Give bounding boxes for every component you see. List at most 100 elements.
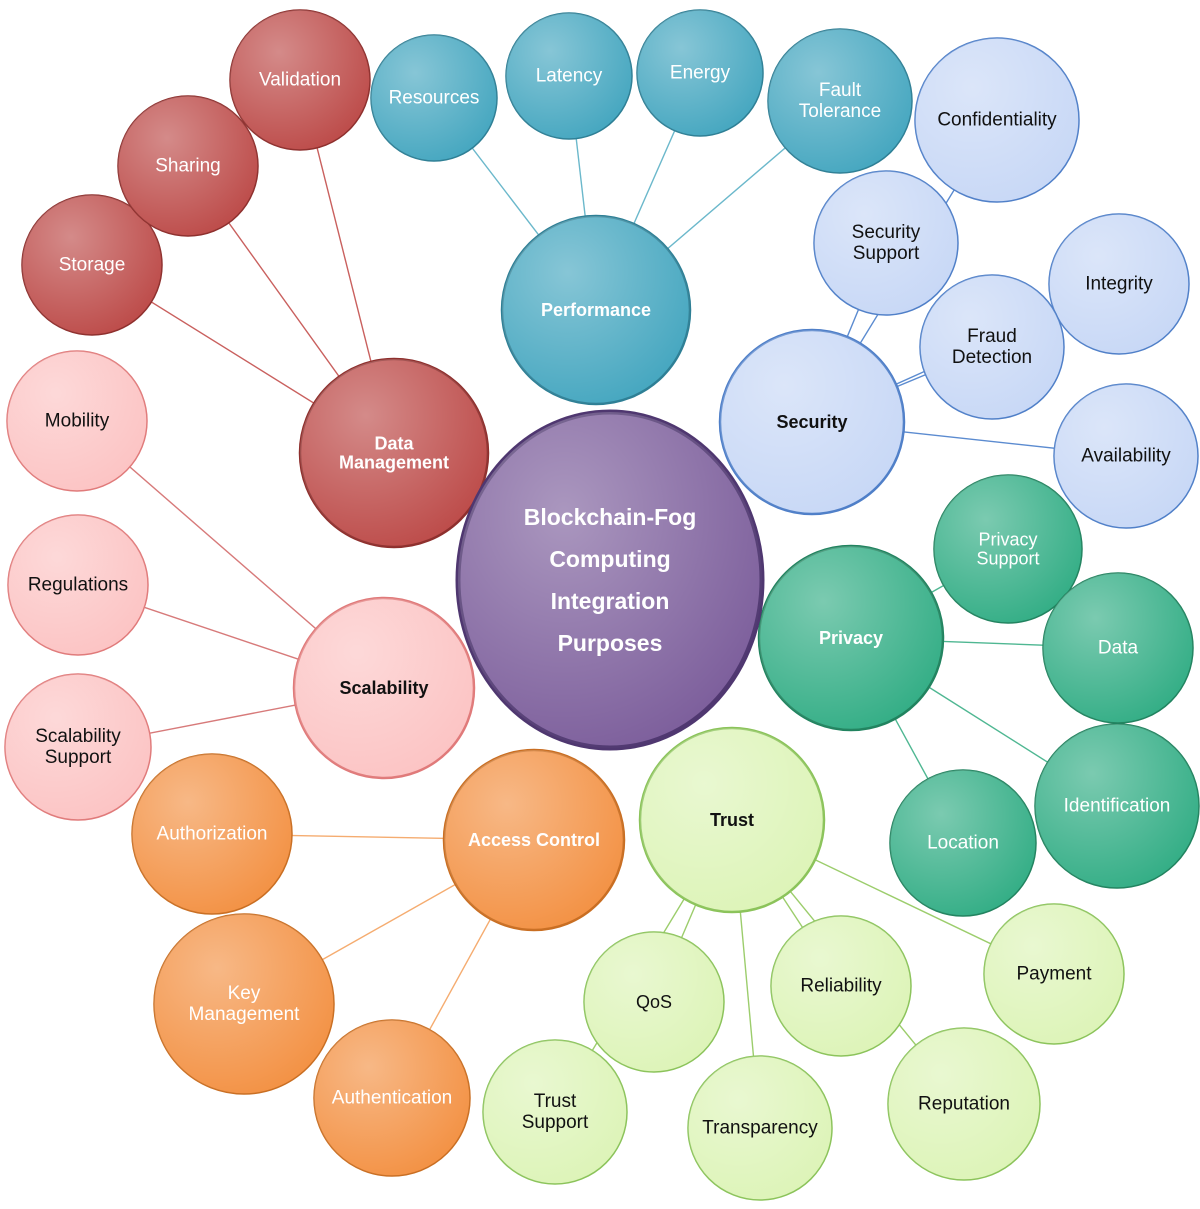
category-scalability-label-line: Scalability (339, 678, 428, 698)
category-access-control: Access Control (442, 748, 626, 932)
category-data-management-highlight (300, 359, 488, 547)
node-trust-support-label-line: Trust (534, 1091, 577, 1112)
node-latency: Latency (505, 12, 633, 140)
category-trust: Trust (638, 726, 826, 914)
node-sharing-label-line: Sharing (155, 156, 221, 177)
node-reputation-label-line: Reputation (918, 1094, 1010, 1115)
category-scalability-highlight (294, 598, 474, 778)
node-validation-label-line: Validation (259, 70, 341, 91)
node-mobility-highlight (7, 351, 147, 491)
node-fraud-detection-highlight (920, 275, 1064, 419)
node-identification-label-line: Identification (1064, 796, 1171, 817)
node-resources-label-line: Resources (389, 88, 480, 109)
node-sharing: Sharing (117, 95, 259, 237)
node-integrity-label-line: Integrity (1085, 274, 1153, 295)
node-trust-support-highlight (483, 1040, 627, 1184)
node-reliability-highlight (771, 916, 911, 1056)
node-confidentiality-label-line: Confidentiality (937, 110, 1057, 131)
node-authorization-label-line: Authorization (157, 824, 268, 845)
node-authorization: Authorization (131, 753, 293, 915)
node-privacy-support-label-line: Support (976, 549, 1039, 569)
node-data-label-line: Data (1098, 638, 1139, 659)
node-storage: Storage (21, 194, 163, 336)
node-resources-highlight (371, 35, 497, 161)
category-scalability: Scalability (292, 596, 476, 780)
node-integrity: Integrity (1048, 213, 1190, 355)
node-mobility-label-line: Mobility (45, 411, 110, 432)
category-security: Security (718, 328, 906, 516)
node-security-support-label-line: Security (852, 222, 921, 243)
node-reliability: Reliability (770, 915, 912, 1057)
node-regulations: Regulations (7, 514, 149, 656)
node-data-highlight (1043, 573, 1193, 723)
node-latency-label-line: Latency (536, 66, 603, 87)
category-performance: Performance (500, 214, 692, 406)
center-node-highlight (458, 412, 762, 748)
node-fraud-detection-label-line: Detection (952, 347, 1032, 368)
node-availability-label-line: Availability (1081, 446, 1171, 467)
node-key-management-label-line: Management (189, 1004, 301, 1025)
node-fault-tolerance-highlight (768, 29, 912, 173)
node-regulations-highlight (8, 515, 148, 655)
category-performance-label-line: Performance (541, 300, 651, 320)
node-trust-support-label-line: Support (522, 1112, 589, 1133)
node-location: Location (889, 769, 1037, 917)
node-energy: Energy (636, 9, 764, 137)
node-validation-highlight (230, 10, 370, 150)
node-resources: Resources (370, 34, 498, 162)
node-scalability-support-highlight (5, 674, 151, 820)
node-privacy-support-label-line: Privacy (978, 529, 1037, 549)
node-confidentiality-highlight (915, 38, 1079, 202)
node-reputation: Reputation (887, 1027, 1041, 1181)
category-privacy-highlight (759, 546, 943, 730)
node-energy-label-line: Energy (670, 63, 731, 84)
node-storage-label-line: Storage (59, 255, 126, 276)
category-privacy: Privacy (757, 544, 945, 732)
node-qos-label-line: QoS (636, 992, 672, 1012)
node-transparency-highlight (688, 1056, 832, 1200)
node-payment-highlight (984, 904, 1124, 1044)
node-identification-highlight (1035, 724, 1199, 888)
category-access-control-highlight (444, 750, 624, 930)
category-data-management-label-line: Data (374, 433, 414, 453)
node-availability: Availability (1053, 383, 1199, 529)
category-security-label-line: Security (776, 412, 847, 432)
node-energy-highlight (637, 10, 763, 136)
node-authentication-label-line: Authentication (332, 1088, 452, 1109)
center-node-label-line: Purposes (558, 630, 663, 656)
node-fault-tolerance-label-line: Tolerance (799, 101, 881, 122)
center-node-label-line: Computing (549, 546, 670, 572)
node-storage-highlight (22, 195, 162, 335)
node-payment-label-line: Payment (1017, 964, 1093, 985)
node-payment: Payment (983, 903, 1125, 1045)
category-privacy-label-line: Privacy (819, 628, 883, 648)
node-privacy-support-highlight (934, 475, 1082, 623)
node-transparency: Transparency (687, 1055, 833, 1201)
node-regulations-label-line: Regulations (28, 575, 128, 596)
node-reliability-label-line: Reliability (800, 976, 882, 997)
node-fault-tolerance-label-line: Fault (819, 80, 862, 101)
node-reputation-highlight (888, 1028, 1040, 1180)
node-authorization-highlight (132, 754, 292, 914)
center-node: Blockchain-FogComputingIntegrationPurpos… (455, 409, 765, 751)
node-authentication: Authentication (313, 1019, 471, 1177)
node-fraud-detection-label-line: Fraud (967, 326, 1017, 347)
node-key-management-label-line: Key (228, 983, 261, 1004)
node-validation: Validation (229, 9, 371, 151)
node-security-support-highlight (814, 171, 958, 315)
node-transparency-label-line: Transparency (702, 1118, 818, 1139)
category-security-highlight (720, 330, 904, 514)
category-trust-label-line: Trust (710, 810, 754, 830)
node-data: Data (1042, 572, 1194, 724)
category-performance-highlight (502, 216, 690, 404)
center-node-label-line: Blockchain-Fog (524, 504, 697, 530)
